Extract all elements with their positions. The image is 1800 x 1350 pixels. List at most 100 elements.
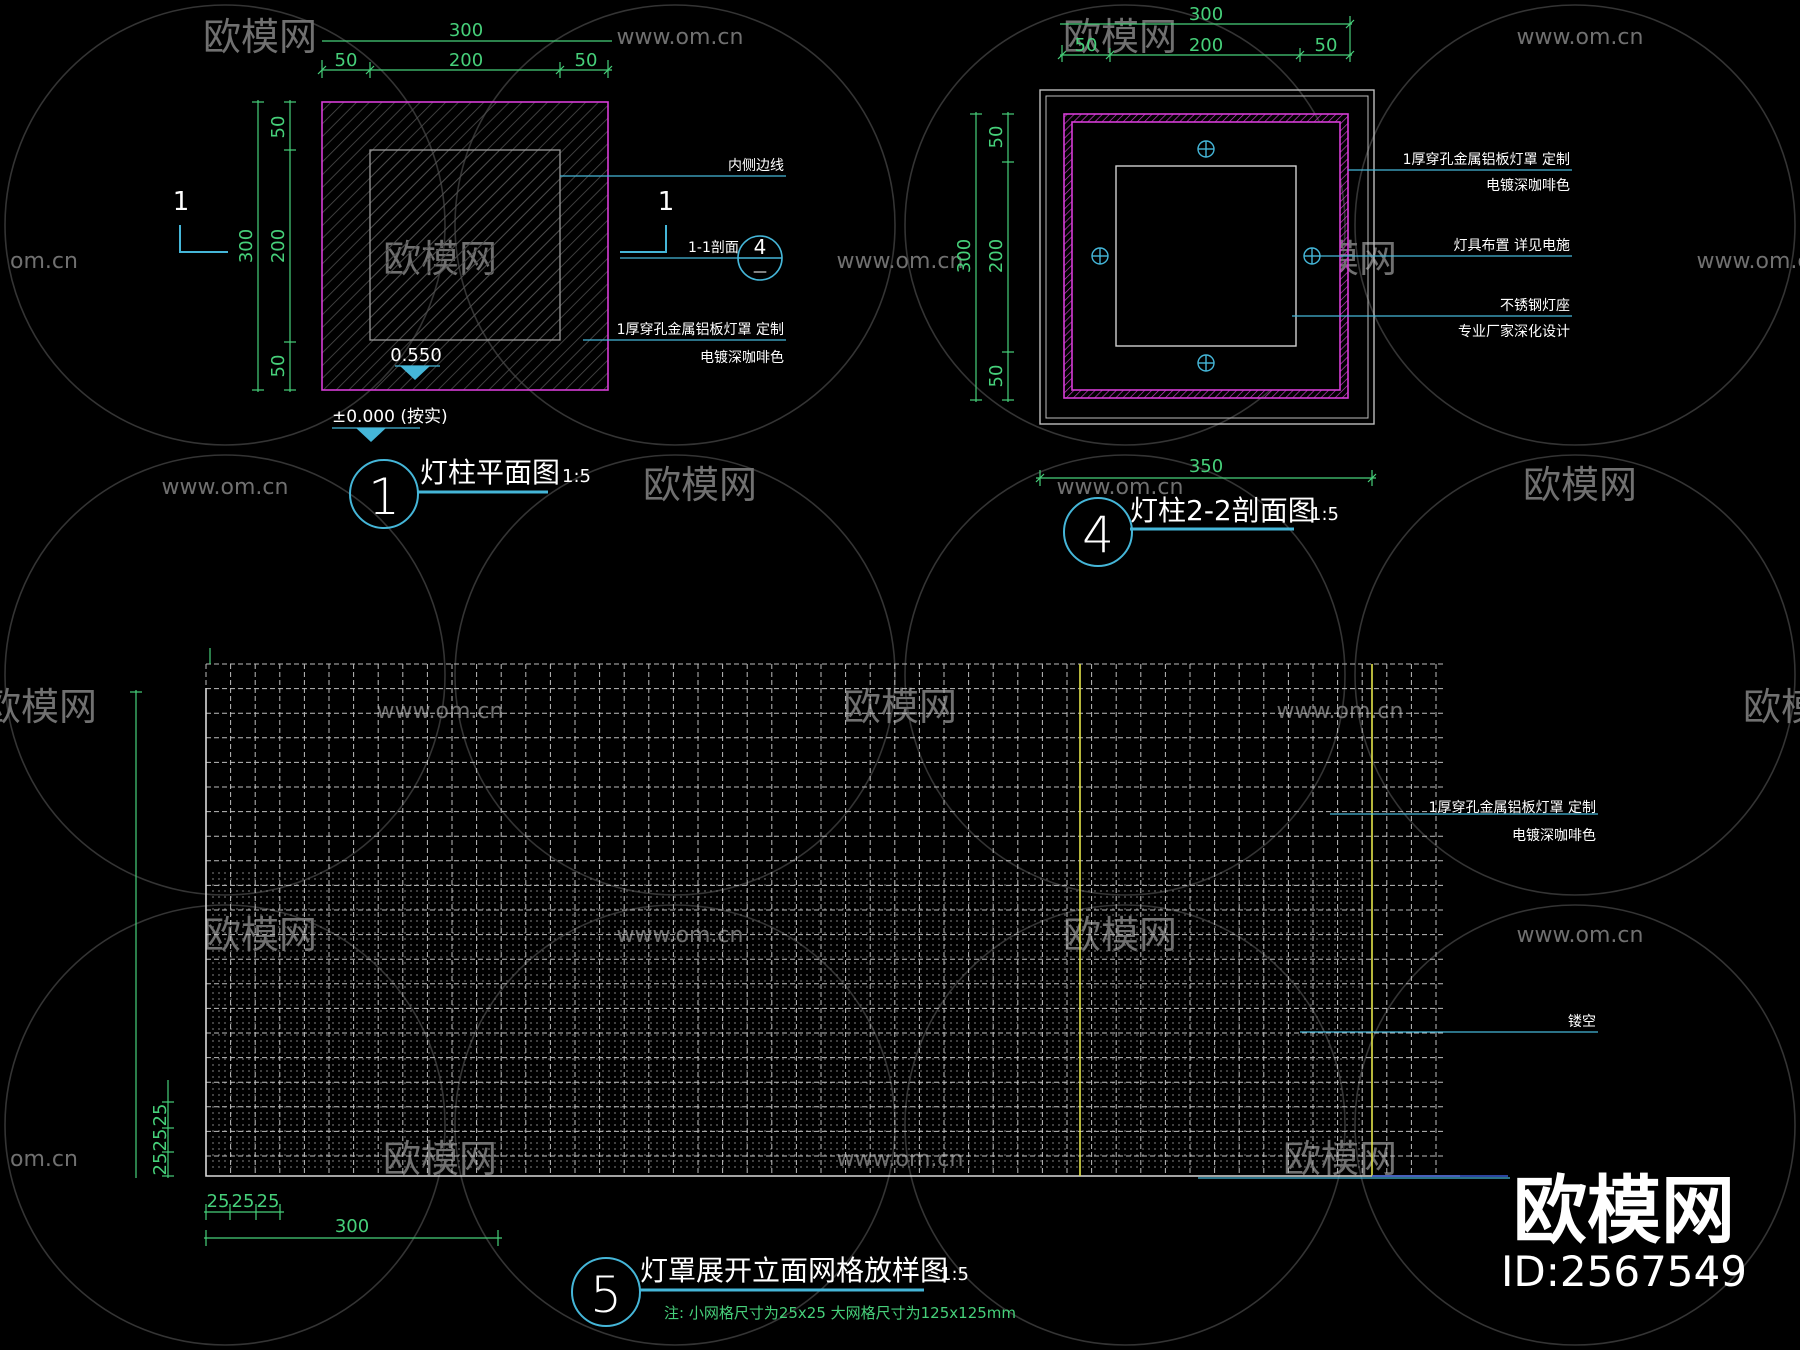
view4-title: 灯柱2-2剖面图 — [1130, 494, 1316, 527]
view5-note-finish: 电镀深咖啡色 — [1512, 827, 1596, 844]
view1-dim-left-part-1: 50 — [268, 116, 289, 139]
view4-dim-left — [970, 112, 1014, 402]
view5-dim-left-part-2: 25 — [150, 1129, 171, 1152]
watermark-circle — [1354, 454, 1796, 896]
view4-dim-left-part-3: 50 — [986, 365, 1007, 388]
view1-dim-top-part-3: 50 — [575, 50, 598, 71]
view4-dim-left-part-1: 50 — [986, 126, 1007, 149]
watermark-circle — [1354, 4, 1796, 446]
view1-note-inner-edge: 内侧边线 — [728, 158, 784, 174]
watermark-url-short: om.cn — [10, 1147, 78, 1172]
view1-detail-ref-top: 4 — [754, 235, 767, 259]
view5-dim-bottom — [204, 1204, 502, 1246]
watermark-url: www.om.cn — [377, 699, 504, 724]
view1-section-mark-left-label: 1 — [173, 187, 190, 217]
watermark-brand: 欧模网 — [843, 685, 957, 729]
view4-dim-top — [1057, 16, 1355, 62]
watermark-brand: 欧模网 — [1523, 463, 1637, 507]
view5-dim-bottom-part-3: 25 — [257, 1191, 280, 1212]
view5-dim-bottom-total: 300 — [335, 1216, 369, 1237]
view4-outer-frame-inner — [1045, 95, 1369, 419]
view1-leaders — [560, 175, 786, 341]
watermark-url: www.om.cn — [617, 25, 744, 50]
view1-section-mark-right — [620, 225, 667, 253]
view4-section: 300 50 200 50 300 50 200 50 — [954, 4, 1572, 567]
perforation-dots — [210, 870, 1360, 1170]
view5-dim-left-part-1: 25 — [150, 1104, 171, 1127]
view4-lamp-base — [1115, 165, 1297, 347]
view1-level-bottom: ±0.000 (按实) — [332, 407, 448, 427]
view1-dim-left — [252, 100, 296, 392]
view4-note-vendor: 专业厂家深化设计 — [1458, 323, 1570, 340]
view4-title-number: 4 — [1082, 506, 1114, 564]
view1-level-bottom-triangle — [356, 428, 386, 442]
watermark-brand: 欧模网 — [1063, 15, 1177, 59]
view4-dim-bottom-value: 350 — [1189, 456, 1223, 477]
watermark-url: www.om.cn — [1517, 25, 1644, 50]
view1-level-top: 0.550 — [390, 345, 442, 366]
view1-note-material: 1厚穿孔金属铝板灯罩 定制 — [617, 322, 784, 338]
view5-note-material: 1厚穿孔金属铝板灯罩 定制 — [1429, 800, 1596, 816]
watermark-url: www.om.cn — [162, 475, 289, 500]
view1-dim-top-total: 300 — [449, 20, 483, 41]
view5-dim-left — [130, 648, 211, 1178]
watermark-brand: 欧模网 — [643, 463, 757, 507]
view1-plan: 300 50 200 50 300 50 200 50 1 1 — [173, 20, 786, 529]
view1-title-bubble — [349, 459, 419, 529]
view1-level-top-triangle — [400, 366, 430, 380]
watermark-url: www.om.cn — [1517, 923, 1644, 948]
view1-detail-ref-bottom: — — [753, 264, 767, 280]
view4-light-fixtures — [1091, 140, 1321, 372]
view1-dim-top-part-1: 50 — [335, 50, 358, 71]
view1-dim-top-part-2: 200 — [449, 50, 483, 71]
view1-section-mark-right-label: 1 — [658, 187, 675, 217]
view1-note-finish: 电镀深咖啡色 — [700, 349, 784, 366]
watermark-brand: 欧模网 — [1743, 685, 1800, 729]
view1-dim-left-part-2: 200 — [268, 229, 289, 263]
view4-note-fixtures: 灯具布置 详见电施 — [1454, 238, 1570, 254]
view5-dim-left-part-3: 25 — [150, 1153, 171, 1176]
view5-dim-bottom-part-1: 25 — [207, 1191, 230, 1212]
view4-leaders — [1292, 169, 1572, 317]
view4-outer-frame — [1039, 89, 1375, 425]
watermark-brand: 欧模网 — [203, 15, 317, 59]
view1-dim-top — [317, 40, 613, 78]
view5-note: 注: 小网格尺寸为25x25 大网格尺寸为125x125mm — [664, 1304, 1016, 1322]
view5-note-openwork: 镂空 — [1568, 1014, 1596, 1030]
watermark-url: www.om.cn — [1057, 475, 1184, 500]
view4-dim-top-part-3: 50 — [1315, 35, 1338, 56]
view1-note-section: 1-1剖面 — [688, 240, 739, 256]
view5-scale: 1:5 — [940, 1264, 969, 1285]
view5-leaders — [1198, 813, 1598, 1179]
view4-dim-top-part-1: 50 — [1075, 35, 1098, 56]
view5-grid — [205, 663, 1508, 1177]
view4-note-material: 1厚穿孔金属铝板灯罩 定制 — [1403, 152, 1570, 168]
view4-dim-left-part-2: 200 — [986, 239, 1007, 273]
corner-brand-logo: 欧模网 — [1513, 1168, 1735, 1254]
view1-scale: 1:5 — [562, 466, 591, 487]
corner-model-id: ID:2567549 — [1501, 1247, 1747, 1296]
view1-title: 灯柱平面图 — [420, 456, 560, 489]
view4-dim-bottom — [1035, 470, 1377, 486]
watermark-url: www.om.cn — [1277, 699, 1404, 724]
view1-inner-square — [369, 149, 561, 341]
view4-dim-left-total: 300 — [954, 239, 975, 273]
grid-frame — [205, 688, 1460, 1177]
view4-title-bubble — [1063, 497, 1133, 567]
view5-grid-elevation: 1厚穿孔金属铝板灯罩 定制 电镀深咖啡色 镂空 25 25 25 25 2 — [130, 648, 1598, 1327]
view4-note-base: 不锈钢灯座 — [1500, 298, 1570, 314]
watermark-url: www.om.cn — [1697, 249, 1800, 274]
view1-dim-left-total: 300 — [236, 229, 257, 263]
watermark-brand: 欧模网 — [0, 685, 97, 729]
watermark-url: www.om.cn — [837, 249, 964, 274]
view1-title-number: 1 — [368, 468, 400, 526]
view5-title: 灯罩展开立面网格放样图 — [640, 1254, 948, 1287]
view4-dim-top-part-2: 200 — [1189, 35, 1223, 56]
view1-dim-left-part-3: 50 — [268, 355, 289, 378]
view5-title-bubble — [571, 1257, 641, 1327]
view4-dim-top-total: 300 — [1189, 4, 1223, 25]
view1-section-mark-left — [179, 225, 228, 253]
view4-shade-wall-inner — [1071, 121, 1341, 391]
view4-note-finish: 电镀深咖啡色 — [1486, 177, 1570, 194]
